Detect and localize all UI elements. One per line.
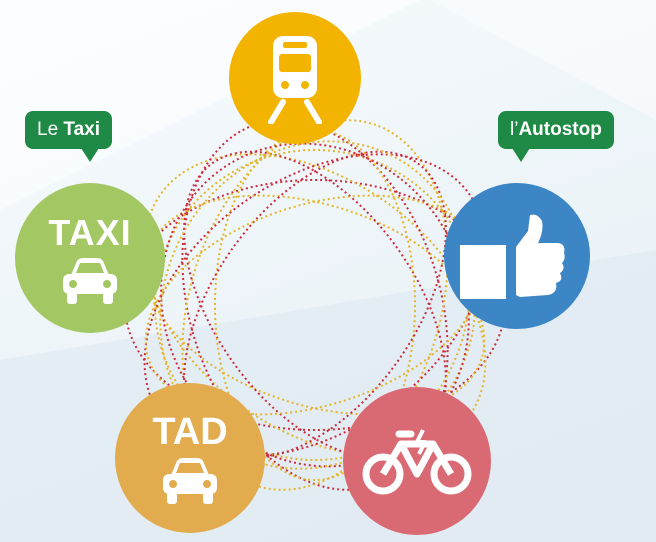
connection-ring [214,129,416,481]
autostop-bubble: l’Autostop [498,111,614,162]
autostop-bubble-bold: Autostop [518,119,602,140]
taxi-bubble-bold: Taxi [63,119,101,140]
tad-node[interactable]: TAD [115,383,265,533]
electric-bike-icon [362,429,472,495]
connection-ring [144,194,486,416]
bike-node[interactable] [343,387,491,535]
car-icon [63,258,117,304]
connection-ring [144,194,486,416]
autostop-bubble-prefix: l’ [510,119,519,140]
taxi-node[interactable]: TAXI [15,183,165,333]
tad-label: TAD [152,411,228,453]
train-icon [268,36,322,124]
autostop-node[interactable] [444,183,590,329]
taxi-label: TAXI [48,212,132,253]
train-node[interactable] [229,12,361,144]
car-icon [163,458,217,504]
taxi-bubble: Le Taxi [25,111,113,162]
taxi-bubble-prefix: Le [37,119,64,140]
thumbs-up-icon [460,214,565,299]
